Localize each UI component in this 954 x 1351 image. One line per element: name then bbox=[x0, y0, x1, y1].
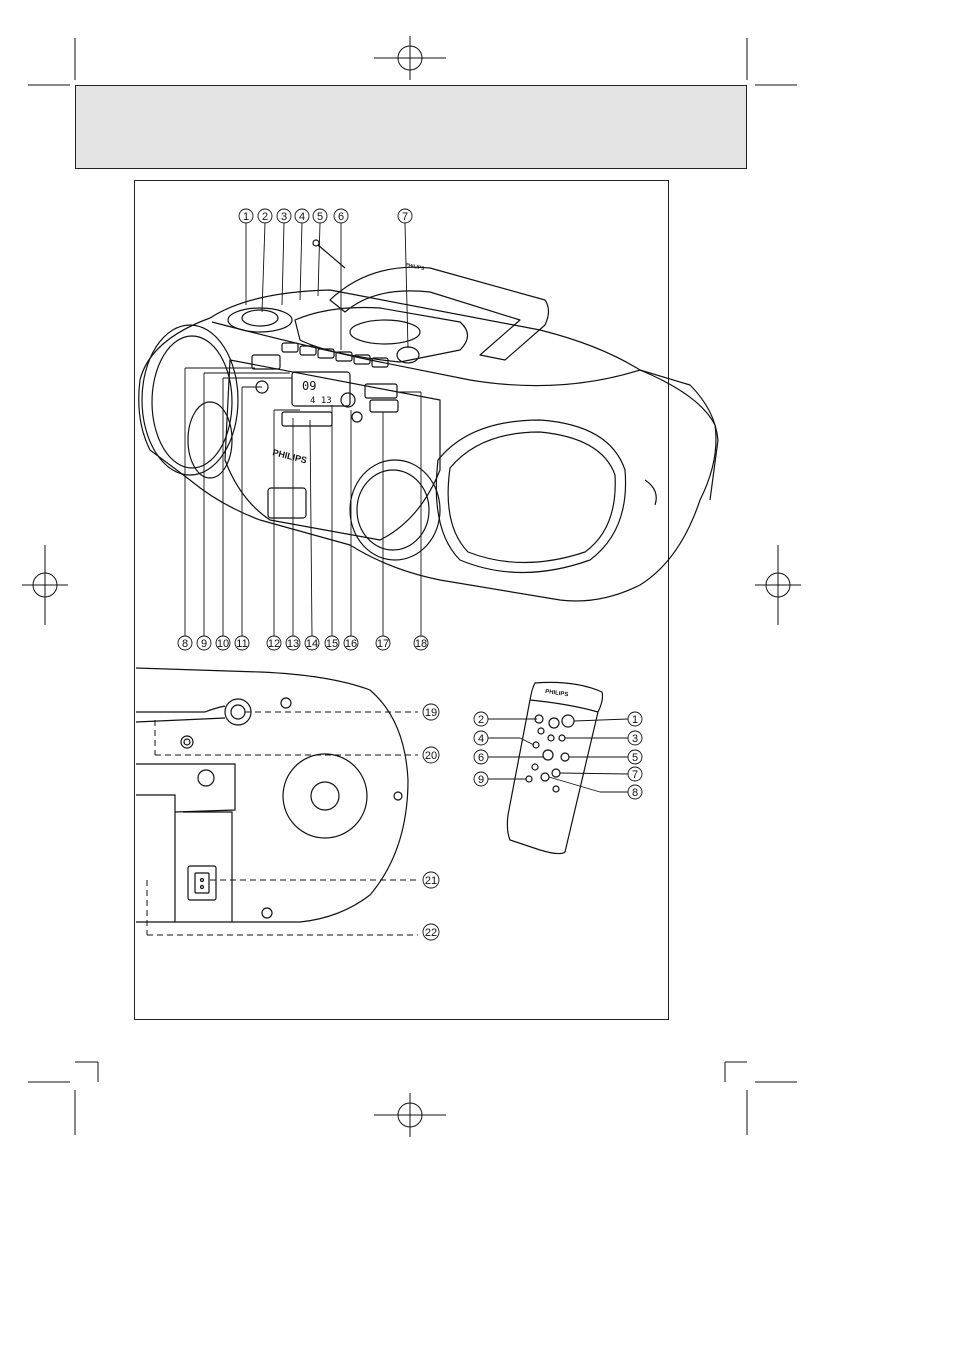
callout-label: 8 bbox=[182, 638, 188, 650]
display-line1: 09 bbox=[302, 379, 316, 393]
registration-mark-bottom bbox=[374, 1093, 446, 1137]
callout-label: 14 bbox=[306, 638, 318, 650]
callout-label: 7 bbox=[402, 211, 408, 223]
brand-logo-top: PHILIPS bbox=[405, 262, 426, 272]
callout-label: 15 bbox=[326, 638, 338, 650]
callout-top-3 bbox=[276, 208, 292, 306]
callout-label: 5 bbox=[317, 211, 323, 223]
cd-lid bbox=[294, 306, 469, 363]
callout-label: 6 bbox=[338, 211, 344, 223]
callout-top-1 bbox=[238, 208, 254, 305]
registration-mark-left bbox=[22, 545, 68, 625]
callout-label: 20 bbox=[425, 750, 437, 762]
callout-label: 1 bbox=[632, 714, 638, 726]
callout-label: 17 bbox=[377, 638, 389, 650]
callout-label: 5 bbox=[632, 752, 638, 764]
callout-label: 10 bbox=[217, 638, 229, 650]
callout-bottom-13 bbox=[285, 418, 301, 651]
cd-control-buttons bbox=[281, 342, 389, 368]
callout-label: 11 bbox=[236, 638, 247, 650]
main-callouts bbox=[177, 208, 429, 651]
callout-label: 2 bbox=[262, 211, 268, 223]
registration-mark-right bbox=[755, 545, 801, 625]
callout-bottom-17 bbox=[375, 412, 391, 651]
callout-label: 2 bbox=[478, 714, 484, 726]
power-socket bbox=[187, 865, 217, 901]
right-speaker bbox=[435, 419, 627, 574]
callout-top-7 bbox=[397, 208, 413, 349]
lcd-display bbox=[291, 371, 351, 407]
callout-label: 8 bbox=[632, 787, 638, 799]
callout-bottom-9 bbox=[196, 372, 290, 651]
callout-label: 19 bbox=[425, 707, 437, 719]
callout-top-6 bbox=[333, 208, 349, 350]
callout-top-4 bbox=[294, 208, 310, 301]
callout-label: 1 bbox=[243, 211, 249, 223]
callout-label: 16 bbox=[345, 638, 357, 650]
remote-button bbox=[561, 714, 575, 728]
display-line2: 4 13 bbox=[310, 396, 332, 406]
callout-top-2 bbox=[257, 208, 273, 313]
callout-label: 9 bbox=[201, 638, 207, 650]
volume-knob bbox=[241, 309, 279, 327]
registration-mark-top bbox=[374, 36, 446, 80]
callout-bottom-11 bbox=[234, 386, 262, 651]
remote-brand-logo: PHILIPS bbox=[545, 689, 569, 698]
callout-label: 21 bbox=[425, 875, 437, 887]
callout-top-5 bbox=[312, 208, 328, 297]
remote-body bbox=[506, 681, 604, 855]
boombox-body bbox=[138, 289, 717, 602]
carry-handle bbox=[329, 266, 550, 361]
callout-label: 9 bbox=[478, 774, 484, 786]
left-speaker bbox=[141, 324, 239, 476]
callout-label: 4 bbox=[478, 733, 484, 745]
callout-label: 3 bbox=[281, 211, 287, 223]
header-band bbox=[75, 85, 747, 169]
callout-label: 3 bbox=[632, 733, 638, 745]
callout-bottom-10 bbox=[215, 377, 292, 651]
callout-label: 12 bbox=[268, 638, 280, 650]
callout-bottom-16 bbox=[343, 410, 359, 651]
callout-bottom-14 bbox=[304, 419, 320, 651]
callout-label: 22 bbox=[425, 927, 437, 939]
callout-bottom-8 bbox=[177, 367, 255, 651]
callout-bottom-15 bbox=[324, 405, 340, 651]
callout-label: 18 bbox=[415, 638, 427, 650]
antenna bbox=[317, 244, 346, 269]
callout-label: 4 bbox=[299, 211, 305, 223]
battery-door bbox=[282, 753, 368, 839]
callout-bottom-12 bbox=[266, 409, 300, 651]
callout-label: 7 bbox=[632, 769, 638, 781]
callout-label: 13 bbox=[287, 638, 299, 650]
callout-bottom-18 bbox=[397, 391, 429, 651]
callout-label: 6 bbox=[478, 752, 484, 764]
